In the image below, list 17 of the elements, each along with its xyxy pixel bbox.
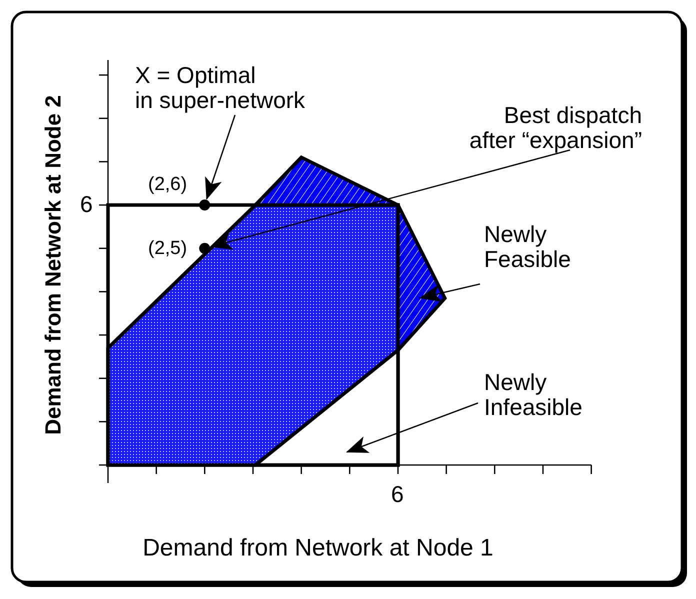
leader-arrow — [418, 283, 480, 302]
callout-text: Best dispatch after “expansion” — [462, 103, 642, 153]
callout-text: Newly Feasible — [484, 222, 571, 272]
tick-label: 6 — [80, 192, 93, 217]
callout-text: Newly Infeasible — [484, 370, 582, 420]
point-label: (2,5) — [148, 237, 188, 261]
leader-arrow — [205, 114, 236, 200]
point-label: (2,6) — [148, 173, 188, 197]
point-marker — [199, 242, 210, 254]
point-marker — [199, 200, 210, 211]
axis-title: Demand from Network at Node 2 — [40, 95, 66, 435]
axis-title: Demand from Network at Node 1 — [142, 536, 494, 560]
tick-label: 6 — [391, 482, 404, 507]
leader-arrow — [210, 149, 570, 250]
newly-infeasible-region — [250, 346, 400, 467]
leader-arrow — [346, 402, 478, 453]
callout-text: X = Optimal in super-network — [135, 63, 306, 113]
